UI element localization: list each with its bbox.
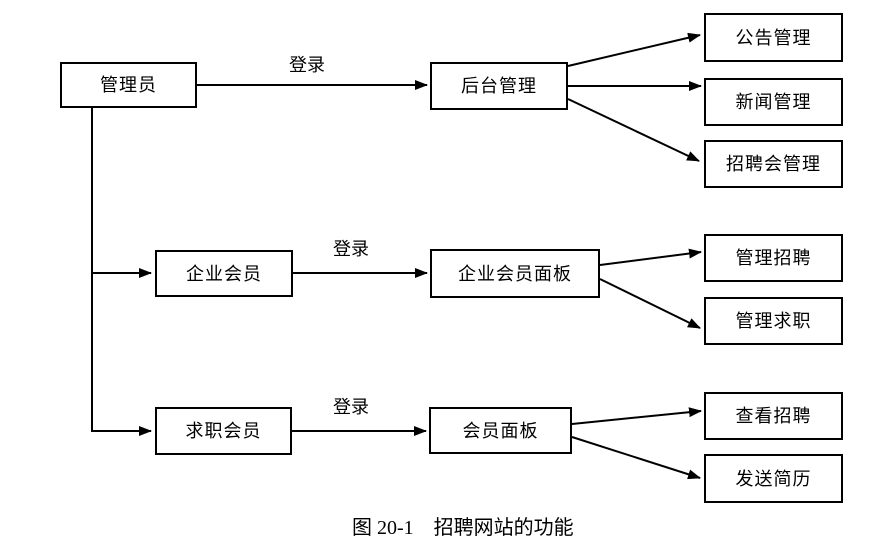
node-view-recruit: 查看招聘 xyxy=(704,392,843,440)
node-send-resume: 发送简历 xyxy=(704,454,843,503)
node-admin: 管理员 xyxy=(60,62,197,108)
edge-admin-to-jobseeker-member xyxy=(91,108,152,436)
node-manage-recruit: 管理招聘 xyxy=(704,234,843,282)
edge-label-login-jobseeker: 登录 xyxy=(333,397,369,417)
edge-panel-to-manage-recruit xyxy=(599,248,702,266)
edge-member-panel-to-view-recruit xyxy=(571,407,702,425)
edge-label-login-enterprise: 登录 xyxy=(333,239,369,259)
node-backend-management: 后台管理 xyxy=(430,62,568,110)
node-news-management: 新闻管理 xyxy=(704,78,843,126)
node-member-panel: 会员面板 xyxy=(429,407,572,454)
edge-backend-to-announcement xyxy=(567,32,701,67)
node-announcement-management: 公告管理 xyxy=(704,13,843,62)
node-manage-jobseek: 管理求职 xyxy=(704,297,843,345)
node-jobseeker-member: 求职会员 xyxy=(155,407,292,455)
node-enterprise-member-panel: 企业会员面板 xyxy=(430,249,600,298)
edge-member-panel-to-send-resume xyxy=(571,436,701,480)
edge-panel-to-manage-jobseek xyxy=(599,278,701,329)
node-job-fair-management: 招聘会管理 xyxy=(704,140,843,188)
edge-label-login-admin: 登录 xyxy=(289,55,325,75)
node-enterprise-member: 企业会员 xyxy=(155,250,293,297)
figure-caption: 图 20-1 招聘网站的功能 xyxy=(352,517,574,539)
edge-backend-to-job-fair xyxy=(567,98,700,162)
